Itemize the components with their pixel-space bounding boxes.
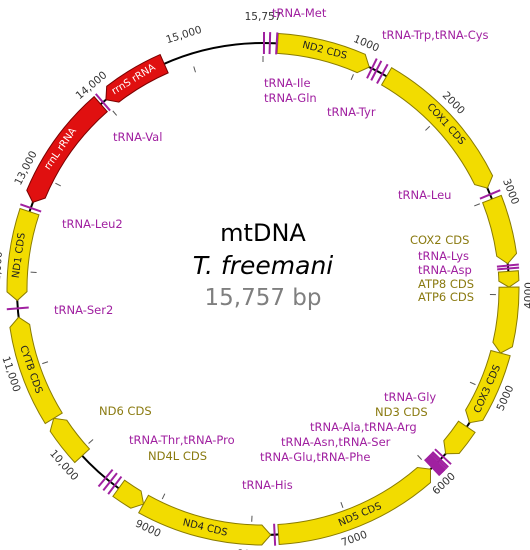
scale-tick [88, 439, 94, 444]
trna-label: tRNA-Ser2 [54, 303, 113, 317]
trna-label: tRNA-Trp,tRNA-Cys [382, 28, 489, 42]
trna-mark-layer [6, 31, 520, 546]
scale-tick [425, 125, 431, 131]
scale-label: 14,000 [74, 69, 110, 102]
trna-label: tRNA-Leu [398, 188, 451, 202]
trna-mark [427, 455, 444, 473]
cds-label: ATP6 CDS [418, 290, 474, 304]
trna-label: tRNA-Lys [418, 249, 469, 263]
feature-nd3-cds [443, 420, 476, 455]
trna-label: tRNA-Val [113, 130, 162, 144]
feature-atp6-cds [492, 286, 520, 354]
scale-tick [112, 110, 118, 116]
cds-label: ND3 CDS [375, 405, 428, 419]
trna-mark [268, 32, 272, 55]
trna-label: tRNA-Asn,tRNA-Ser [281, 435, 391, 449]
scale-label: 12,000 [0, 251, 5, 289]
trna-mark [431, 451, 449, 468]
scale-label: 15,000 [165, 24, 204, 46]
trna-label: tRNA-Asp [418, 263, 472, 277]
feature-cox1-cds [380, 66, 494, 189]
feature-cox2-cds [481, 194, 518, 265]
genome-title: mtDNA [220, 219, 306, 247]
trna-label: tRNA-Ala,tRNA-Arg [310, 420, 417, 434]
feature-cytb-cds [9, 316, 63, 425]
trna-mark [496, 263, 519, 268]
trna-label: tRNA-Ile [264, 76, 311, 90]
scale-label: 15,757 [245, 11, 282, 23]
scale-label: 8000 [236, 548, 263, 550]
feature-nd4-cds [138, 494, 272, 546]
trna-label: tRNA-Met [272, 6, 327, 20]
trna-mark [370, 60, 383, 81]
scale-label: 4000 [523, 282, 530, 309]
cds-label: ND4L CDS [148, 449, 207, 463]
genome-size: 15,757 bp [205, 285, 322, 311]
trna-mark [425, 457, 442, 476]
trna-mark [376, 63, 389, 84]
scale-tick [42, 361, 49, 365]
feature-rrnl-rrna [26, 95, 108, 204]
trna-mark [424, 458, 441, 477]
feature-cox3-cds [465, 349, 511, 424]
trna-mark [497, 266, 520, 271]
trna-label: tRNA-Gln [264, 91, 317, 105]
scale-tick [340, 502, 344, 509]
trna-label: tRNA-His [242, 478, 293, 492]
scale-tick [161, 493, 166, 500]
trna-mark [366, 58, 378, 79]
feature-nd6-cds [49, 417, 91, 464]
trna-label: tRNA-Tyr [327, 105, 376, 119]
trna-mark [6, 306, 29, 311]
trna-mark [429, 453, 447, 471]
trna-mark [430, 452, 448, 470]
scale-tick [417, 454, 423, 460]
trna-label: tRNA-Thr,tRNA-Pro [129, 433, 235, 447]
scale-tick [55, 182, 61, 187]
cds-label: ATP8 CDS [418, 277, 474, 291]
scale-tick [193, 66, 196, 73]
feature-nd4l-cds [112, 479, 145, 509]
cds-label: ND6 CDS [99, 404, 152, 418]
trna-mark [275, 32, 279, 55]
trna-mark [273, 523, 277, 546]
scale-tick [469, 381, 476, 386]
feature-label-layer: tRNA-MettRNA-Trp,tRNA-CystRNA-IletRNA-Gl… [54, 6, 489, 492]
trna-label: tRNA-Gly [384, 390, 436, 404]
species-name: T. freemani [193, 251, 334, 280]
trna-mark [102, 472, 118, 491]
trna-mark [97, 468, 114, 488]
feature-atp8-cds [497, 270, 520, 288]
trna-mark [107, 475, 123, 495]
feature-nd1-cds [6, 207, 40, 302]
trna-mark [428, 454, 445, 472]
scale-tick [350, 74, 354, 81]
trna-mark [20, 203, 42, 213]
trna-mark [94, 93, 111, 112]
trna-mark [479, 189, 501, 200]
feature-nd2-cds [276, 32, 370, 74]
trna-mark [434, 448, 452, 465]
scale-tick [474, 203, 481, 207]
scale-label: 6000 [430, 470, 458, 497]
trna-mark [426, 456, 443, 475]
feature-nd5-cds [277, 466, 432, 546]
cds-label: COX2 CDS [410, 233, 469, 247]
feature-rrns-rrna [105, 53, 169, 103]
trna-label: tRNA-Glu,tRNA-Phe [260, 450, 371, 464]
trna-label: tRNA-Leu2 [62, 217, 123, 231]
